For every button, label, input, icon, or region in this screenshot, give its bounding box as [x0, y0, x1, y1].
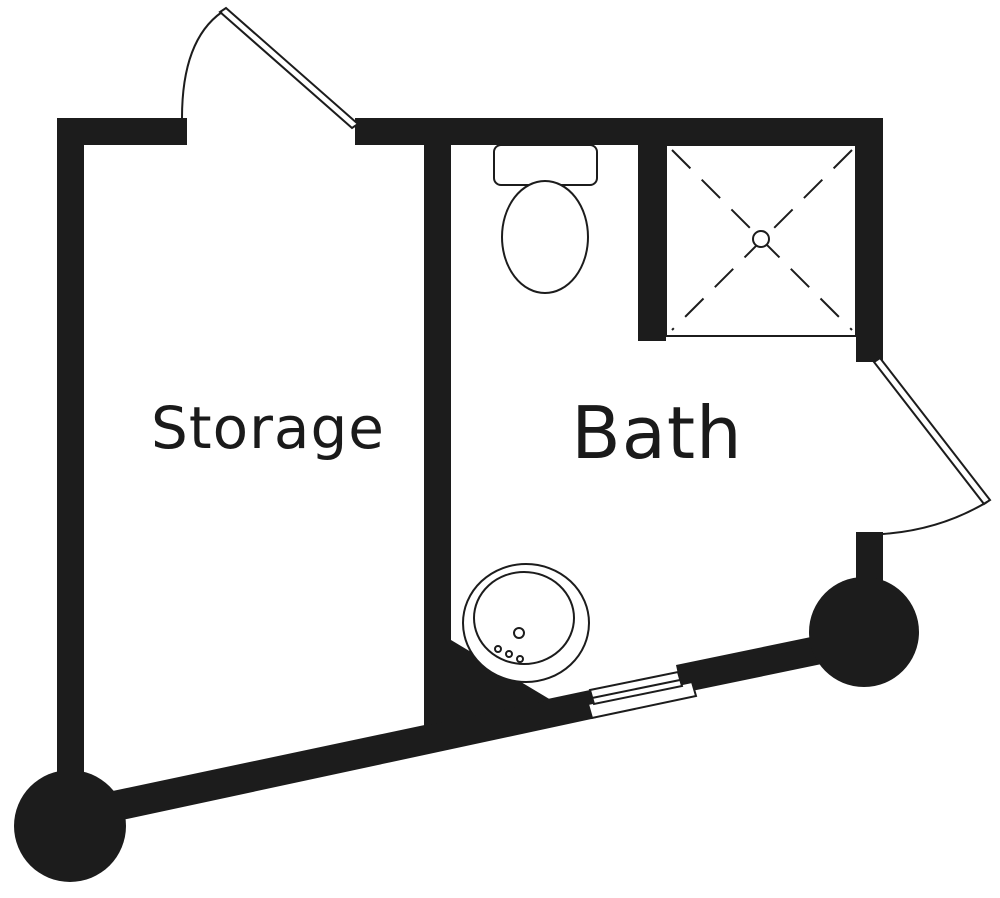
right-wall-upper	[856, 118, 883, 362]
storage-door[interactable]	[181, 6, 360, 130]
left-wall	[57, 118, 84, 818]
shower	[665, 144, 857, 337]
shower-wall-left	[638, 118, 666, 341]
sink-corner-wedge	[424, 640, 551, 726]
window-pane-line	[591, 679, 681, 699]
faucet-spout	[505, 650, 513, 658]
storage-door-swing-arc	[181, 11, 223, 119]
storage-door-leaf	[218, 6, 360, 130]
column-left	[14, 770, 126, 882]
shower-drain-icon	[752, 230, 770, 248]
toilet	[493, 144, 598, 294]
toilet-bowl	[501, 180, 589, 294]
bath-door[interactable]	[872, 356, 992, 535]
toilet-tank	[493, 144, 598, 186]
sink-basin	[473, 571, 575, 665]
window	[586, 670, 698, 720]
faucet-knob-left	[494, 645, 502, 653]
partition-wall	[424, 118, 451, 736]
sink-drain-icon	[513, 627, 525, 639]
sink	[462, 563, 590, 683]
walls	[14, 118, 919, 882]
bath-door-leaf	[872, 356, 992, 506]
room-label-bath: Bath	[571, 391, 742, 475]
column-right	[809, 577, 919, 687]
bath-door-swing-arc	[882, 501, 988, 535]
room-label-storage: Storage	[151, 394, 385, 462]
faucet-knob-right	[516, 655, 524, 663]
bottom-wall-left	[70, 690, 596, 830]
